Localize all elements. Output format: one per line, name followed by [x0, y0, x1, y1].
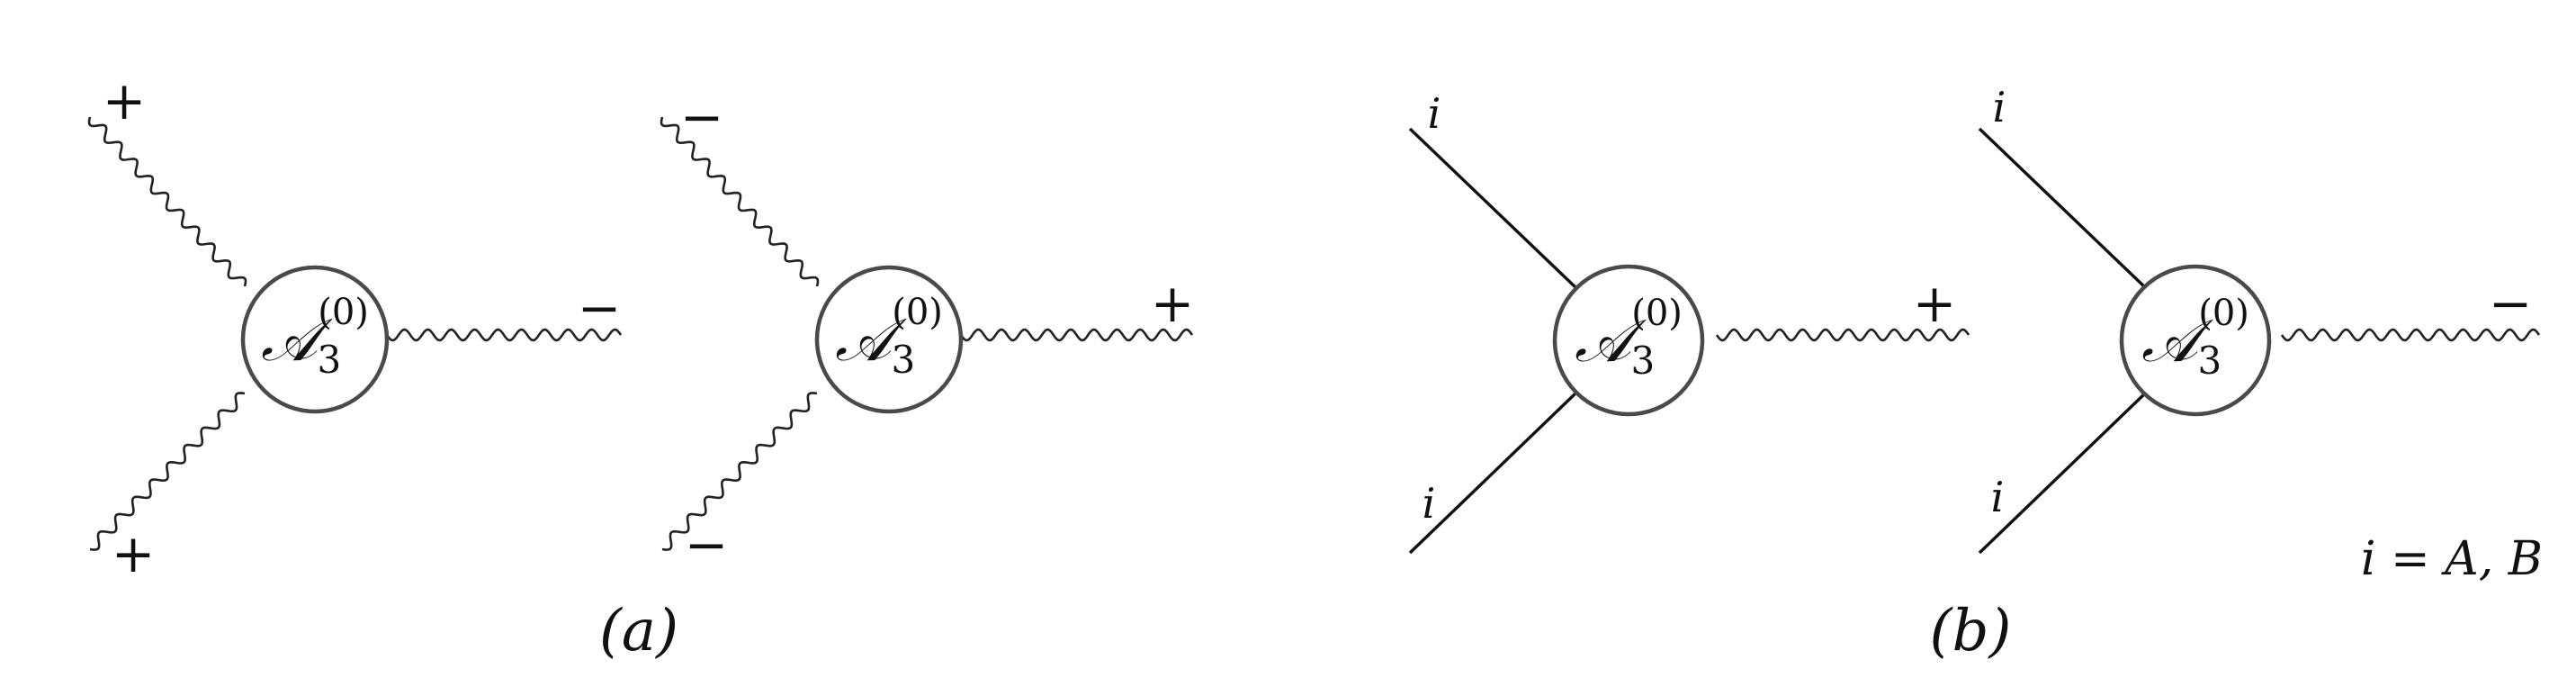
photon-line-a1-top [87, 116, 247, 287]
amplitude-blob-a1 [240, 265, 390, 414]
helicity-label-a1-right: − [578, 277, 622, 339]
amplitude-label-a2: 𝒜3(0) [835, 292, 943, 382]
amplitude-blob-a2 [814, 265, 964, 414]
photon-line-a1-bottom [89, 392, 246, 551]
amplitude-blob-b2 [2119, 264, 2272, 417]
photon-line-a2-top [660, 116, 820, 287]
diagram-b1: 𝒜3(0) i i + [1408, 89, 1970, 555]
diagram-a1: 𝒜3(0) + + − [87, 70, 623, 584]
helicity-label-a2-bottom: − [685, 514, 729, 575]
photon-line-a1-right [385, 328, 623, 342]
flavor-label-b2-top: i [1993, 83, 2006, 131]
helicity-label-a1-bottom: + [112, 523, 156, 584]
flavor-label-b2-bottom: i [1991, 473, 2005, 521]
amplitude-label-b2: 𝒜3(0) [2141, 293, 2249, 383]
scalar-line-b2-top [1978, 127, 2148, 290]
diagram-b2: 𝒜3(0) i i − [1978, 83, 2541, 555]
photon-line-a2-right [959, 328, 1194, 342]
scalar-line-b1-top [1408, 127, 1578, 290]
flavor-label-b1-bottom: i [1423, 479, 1436, 528]
caption-a: (a) [599, 598, 678, 664]
helicity-label-b1-right: + [1913, 273, 1957, 334]
helicity-label-a2-right: + [1151, 273, 1195, 334]
scalar-line-b1-bottom [1408, 391, 1578, 555]
amplitude-blob-b1 [1552, 264, 1705, 417]
helicity-label-b2-right: − [2489, 273, 2533, 334]
photon-line-a2-bottom [661, 392, 818, 551]
amplitude-label-a1: 𝒜3(0) [261, 292, 369, 382]
diagram-a2: 𝒜3(0) − − + [660, 86, 1195, 575]
helicity-label-a2-top: − [680, 86, 724, 148]
flavor-note: i = A, B [2361, 532, 2543, 586]
photon-line-b2-right [2280, 328, 2541, 342]
photon-line-b1-right [1715, 328, 1970, 342]
scalar-line-b2-bottom [1978, 391, 2148, 555]
flavor-label-b1-top: i [1428, 89, 1441, 138]
amplitude-label-b1: 𝒜3(0) [1575, 293, 1683, 383]
caption-b: (b) [1930, 598, 2012, 664]
helicity-label-a1-top: + [103, 70, 147, 131]
